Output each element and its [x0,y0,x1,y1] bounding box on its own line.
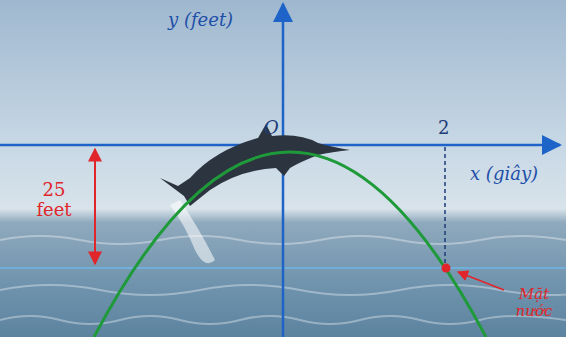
tick-label: 2 [438,118,449,138]
axis-label: x (giây) [470,164,538,184]
landing-point [442,264,451,273]
dashed-guide [444,147,446,266]
dolphin [160,124,350,206]
leader-arrow [458,272,504,290]
origin-label: O [264,118,279,138]
trajectory-parabola [94,152,486,337]
axis-label: y (feet) [168,10,233,30]
dimension-label: 25 feet [28,180,80,220]
callout-label: Mặt nước [508,286,560,319]
dimension-arrow [94,149,96,264]
splash [170,200,215,263]
